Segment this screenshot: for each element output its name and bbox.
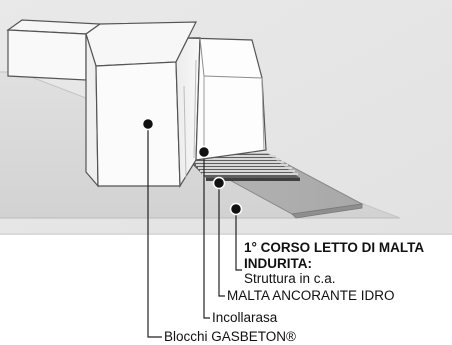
- marker-dots: [141, 117, 243, 216]
- block-front: [85, 21, 201, 189]
- marker-dot-blocchi: [141, 117, 155, 131]
- leader-line-malta: [218, 184, 225, 297]
- label-incollarasa: Incollarasa: [212, 310, 278, 325]
- label-struttura: Struttura in c.a.: [244, 271, 336, 286]
- marker-dot-malta: [212, 176, 226, 190]
- marker-dot-incollarasa: [197, 145, 211, 159]
- block-back: [6, 19, 102, 81]
- gasbeton-blocks: [6, 19, 267, 189]
- adhesive-layer: [182, 154, 300, 181]
- leader-line-struttura: [235, 210, 242, 271]
- heading-line-1: 1° CORSO LETTO DI MALTA: [244, 240, 425, 255]
- heading-line-2: INDURITA:: [244, 256, 312, 271]
- label-blocchi: Blocchi GASBETON®: [164, 329, 296, 344]
- marker-dot-struttura: [229, 202, 243, 216]
- leader-line-incollarasa: [203, 152, 210, 319]
- leader-lines: [147, 124, 242, 338]
- label-malta: MALTA ANCORANTE IDRO: [227, 288, 395, 303]
- leader-line-blocchi: [147, 124, 162, 338]
- block-end-face: [187, 37, 267, 161]
